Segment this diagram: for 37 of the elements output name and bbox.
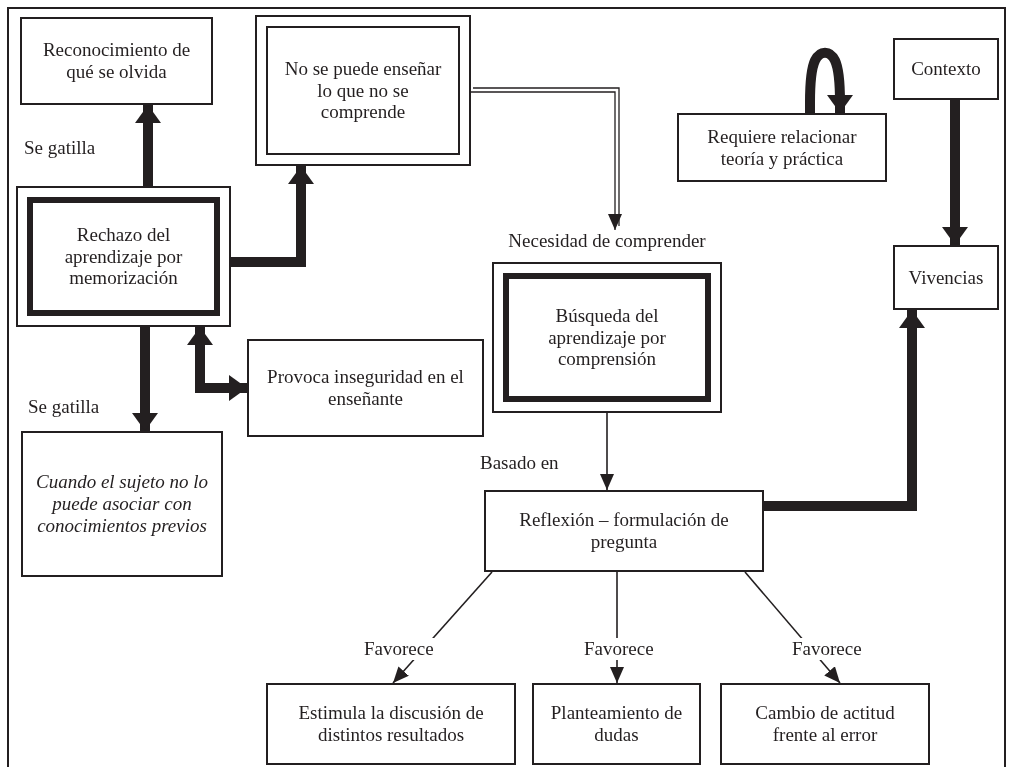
arrow xyxy=(187,327,247,401)
box-text: Requiere relacionar teoría y práctica xyxy=(706,125,858,170)
box-text: Contexto xyxy=(910,58,982,80)
concept-box xyxy=(677,113,887,182)
box-text: Estimula la discusión de distintos resultados xyxy=(297,702,485,746)
edge-label: Favorece xyxy=(582,638,656,660)
concept-box xyxy=(20,17,213,105)
arrow xyxy=(135,105,161,186)
concept-box xyxy=(484,490,764,572)
double-frame-box xyxy=(16,186,231,327)
arrow xyxy=(805,47,853,113)
double-frame-box xyxy=(255,15,471,166)
box-heading: Necesidad de comprender xyxy=(507,229,707,253)
box-text: Rechazo del aprendizaje por memorización xyxy=(63,223,184,290)
concept-box xyxy=(532,683,701,765)
arrow xyxy=(231,166,314,267)
box-text: No se puede enseñar lo que no se comprende xyxy=(283,57,443,124)
concept-box xyxy=(247,339,484,437)
concept-box xyxy=(893,245,999,310)
box-text: Vivencias xyxy=(907,266,985,289)
box-text: Búsqueda del aprendizaje por comprensión xyxy=(547,304,667,371)
box-text: Reflexión – formulación de pregunta xyxy=(518,509,730,553)
arrow xyxy=(942,100,968,245)
box-text: Provoca inseguridad en el enseñante xyxy=(266,366,465,410)
concept-box xyxy=(720,683,930,765)
box-text: Cuando el sujeto no lo puede asociar con conocimientos previos xyxy=(34,471,210,537)
arrow xyxy=(764,310,925,511)
box-text: Planteamiento de dudas xyxy=(549,702,684,746)
concept-box xyxy=(893,38,999,100)
box-text: Cambio de actitud frente al error xyxy=(754,702,896,746)
arrow xyxy=(132,327,158,431)
concept-box xyxy=(266,683,516,765)
edge-label: Favorece xyxy=(790,638,864,660)
arrow xyxy=(600,412,614,491)
box-text: Reconocimiento de qué se olvida xyxy=(41,39,192,83)
edge-label: Favorece xyxy=(362,638,436,660)
concept-box xyxy=(21,431,223,577)
